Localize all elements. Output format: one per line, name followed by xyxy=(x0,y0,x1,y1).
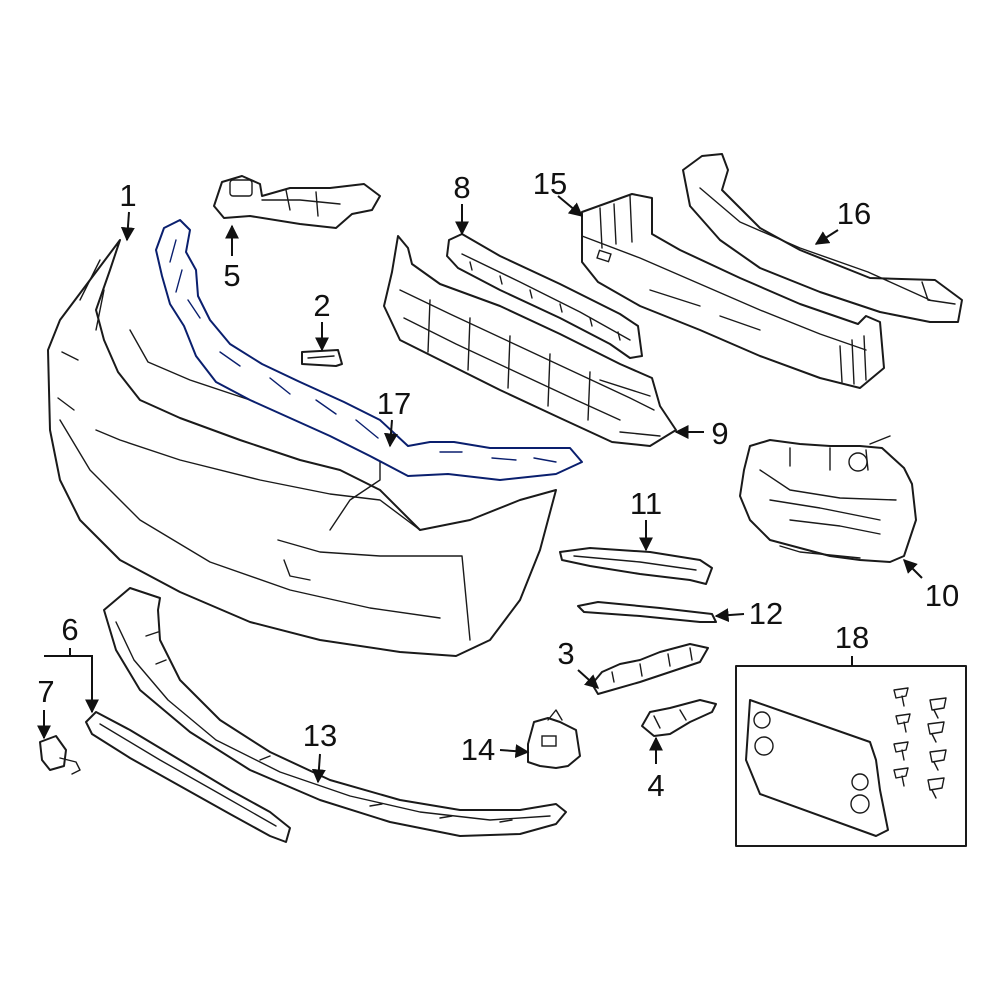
callout-9[interactable]: 9 xyxy=(711,416,728,451)
callout-12[interactable]: 12 xyxy=(749,596,783,631)
callout-11[interactable]: 11 xyxy=(630,486,662,521)
part-3-bracket[interactable] xyxy=(591,643,709,695)
callout-6[interactable]: 6 xyxy=(61,612,78,647)
part-1-bumper-cover[interactable] xyxy=(47,239,557,657)
leader-15 xyxy=(557,195,584,217)
callout-3[interactable]: 3 xyxy=(557,636,574,671)
part-7-cap[interactable] xyxy=(39,735,81,775)
leader-6b xyxy=(70,655,99,714)
callout-4[interactable]: 4 xyxy=(647,768,664,803)
part-13-valance[interactable] xyxy=(103,587,567,837)
callout-18[interactable]: 18 xyxy=(835,620,869,655)
callout-14[interactable]: 14 xyxy=(461,732,495,767)
callout-5[interactable]: 5 xyxy=(223,258,240,293)
leader-10 xyxy=(903,559,923,579)
part-17-fill xyxy=(155,219,583,481)
leader-14 xyxy=(499,744,530,759)
callout-7[interactable]: 7 xyxy=(37,674,54,709)
fastener-screws xyxy=(893,687,911,787)
part-12-molding[interactable] xyxy=(577,601,717,623)
part-16-absorber[interactable] xyxy=(682,153,963,323)
part-6-lower-strip[interactable] xyxy=(85,711,291,843)
leader-3 xyxy=(577,669,600,689)
part-8-upper-grille[interactable] xyxy=(446,233,643,359)
part-11-trim[interactable] xyxy=(559,547,713,585)
callout-17[interactable]: 17 xyxy=(377,386,411,421)
part-4-bracket[interactable] xyxy=(641,699,717,737)
part-18-plate-kit[interactable] xyxy=(735,665,967,847)
part-5-bracket[interactable] xyxy=(213,175,381,229)
callout-10[interactable]: 10 xyxy=(925,578,959,613)
part-14-bracket[interactable] xyxy=(527,709,581,769)
callout-labels: 1 2 3 4 5 6 7 8 9 10 11 12 13 14 15 16 1… xyxy=(37,166,959,803)
part-2-clip[interactable] xyxy=(301,349,343,367)
callout-1[interactable]: 1 xyxy=(119,178,136,213)
callout-16[interactable]: 16 xyxy=(837,196,871,231)
leader-17 xyxy=(383,419,398,448)
part-17-retainer[interactable] xyxy=(155,219,583,481)
callout-8[interactable]: 8 xyxy=(453,170,470,205)
leader-16 xyxy=(814,229,839,245)
callout-15[interactable]: 15 xyxy=(533,166,567,201)
leader-12 xyxy=(714,608,745,623)
part-15-impact-bar[interactable] xyxy=(581,193,885,389)
leader-6 xyxy=(44,648,71,657)
leader-13 xyxy=(311,753,326,784)
leader-lines xyxy=(37,195,923,784)
fastener-clips xyxy=(927,697,947,799)
callout-2[interactable]: 2 xyxy=(313,288,330,323)
callout-13[interactable]: 13 xyxy=(303,718,337,753)
leader-1 xyxy=(120,211,135,242)
part-10-fog-housing[interactable] xyxy=(739,435,917,563)
